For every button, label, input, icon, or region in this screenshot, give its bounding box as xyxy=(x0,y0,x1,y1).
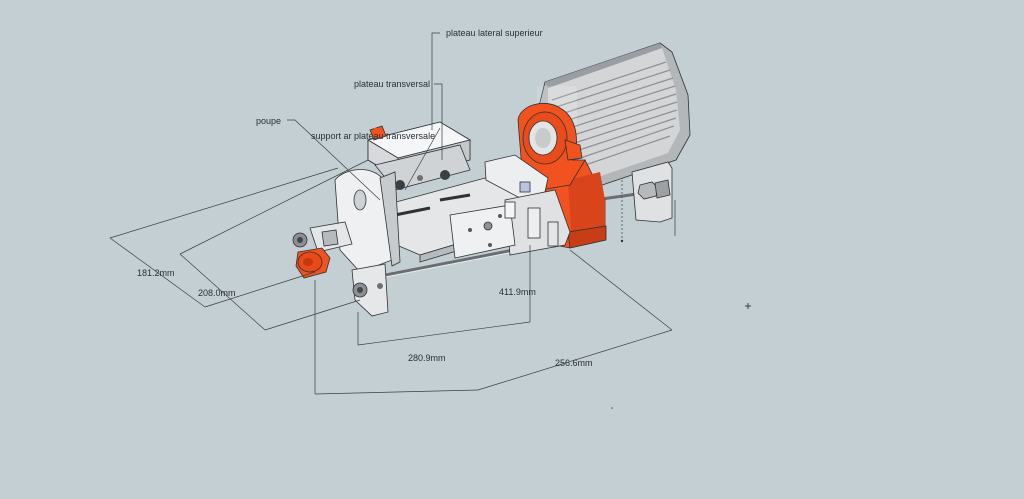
callout-poupe: poupe xyxy=(256,116,281,126)
orange-clamp xyxy=(374,128,382,134)
handwheel-orange xyxy=(295,247,331,279)
carriage-base xyxy=(384,154,571,263)
dimension-label-2: 208.0mm xyxy=(198,288,236,298)
cursor-cross xyxy=(745,303,751,309)
dimension-label-3: 411.9mm xyxy=(499,287,536,297)
callout-plateau-lateral-superieur: plateau lateral superieur xyxy=(446,28,543,38)
cross-slide xyxy=(366,121,472,191)
callout-plateau-transversal: plateau transversal xyxy=(354,79,430,89)
front-upright xyxy=(292,169,401,317)
dimension-lines xyxy=(109,159,676,395)
dimension-label-1: 181.2mm xyxy=(137,268,175,278)
dimension-label-5: 256.6mm xyxy=(555,358,593,368)
dimension-label-4: 280.9mm xyxy=(408,353,446,363)
callout-leaders xyxy=(287,32,443,201)
callout-support-ar-plateau: support ar plateau transversale xyxy=(311,131,435,141)
stray-dot xyxy=(611,407,613,409)
rear-end-plate xyxy=(631,161,673,223)
